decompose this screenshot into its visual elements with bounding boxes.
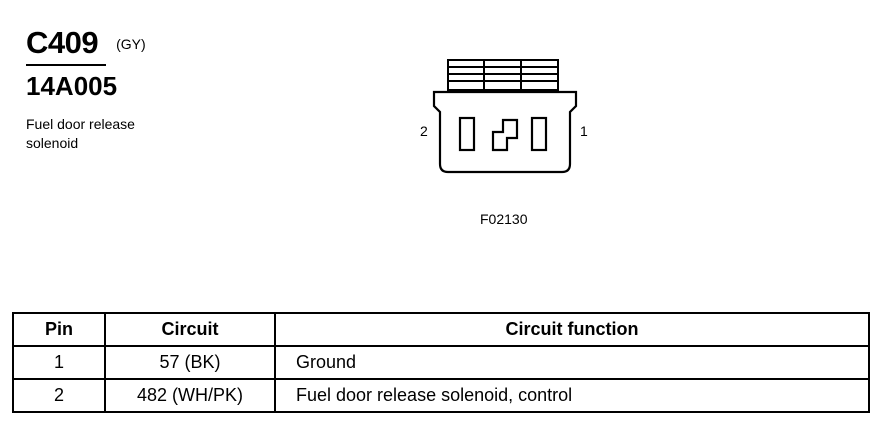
connector-id-underline (26, 64, 106, 66)
table-row: 1 57 (BK) Ground (12, 345, 870, 380)
connector-color: (GY) (116, 36, 146, 52)
pin-label-right: 1 (580, 123, 588, 139)
part-number: 14A005 (26, 71, 118, 101)
pin-label-left: 2 (420, 123, 428, 139)
cell-pin: 1 (12, 345, 106, 380)
pin-table: Pin Circuit Circuit function 1 57 (BK) G… (12, 312, 870, 413)
cell-circuit: 482 (WH/PK) (104, 378, 276, 413)
keyed-cavity (491, 118, 519, 152)
table-header-row: Pin Circuit Circuit function (12, 312, 870, 347)
connector-header: C409 (GY) 14A005 Fuel door release soleno… (26, 26, 176, 153)
pin-cavity-2 (458, 116, 476, 152)
pin-cavity-1 (530, 116, 548, 152)
cell-circuit-function: Fuel door release solenoid, control (274, 378, 870, 413)
header-pin: Pin (12, 312, 106, 347)
cell-pin: 2 (12, 378, 106, 413)
table-row: 2 482 (WH/PK) Fuel door release solenoid… (12, 378, 870, 413)
header-circuit: Circuit (104, 312, 276, 347)
connector-body (432, 90, 578, 174)
connector-description: Fuel door release solenoid (26, 116, 135, 151)
header-circuit-function: Circuit function (274, 312, 870, 347)
connector-id-line: C409 (GY) (26, 26, 176, 60)
cell-circuit: 57 (BK) (104, 345, 276, 380)
cell-circuit-function: Ground (274, 345, 870, 380)
connector-id: C409 (26, 25, 99, 60)
figure-reference: F02130 (480, 211, 528, 227)
connector-face-diagram: 2 1 (420, 59, 588, 174)
connector-latch (447, 59, 559, 91)
